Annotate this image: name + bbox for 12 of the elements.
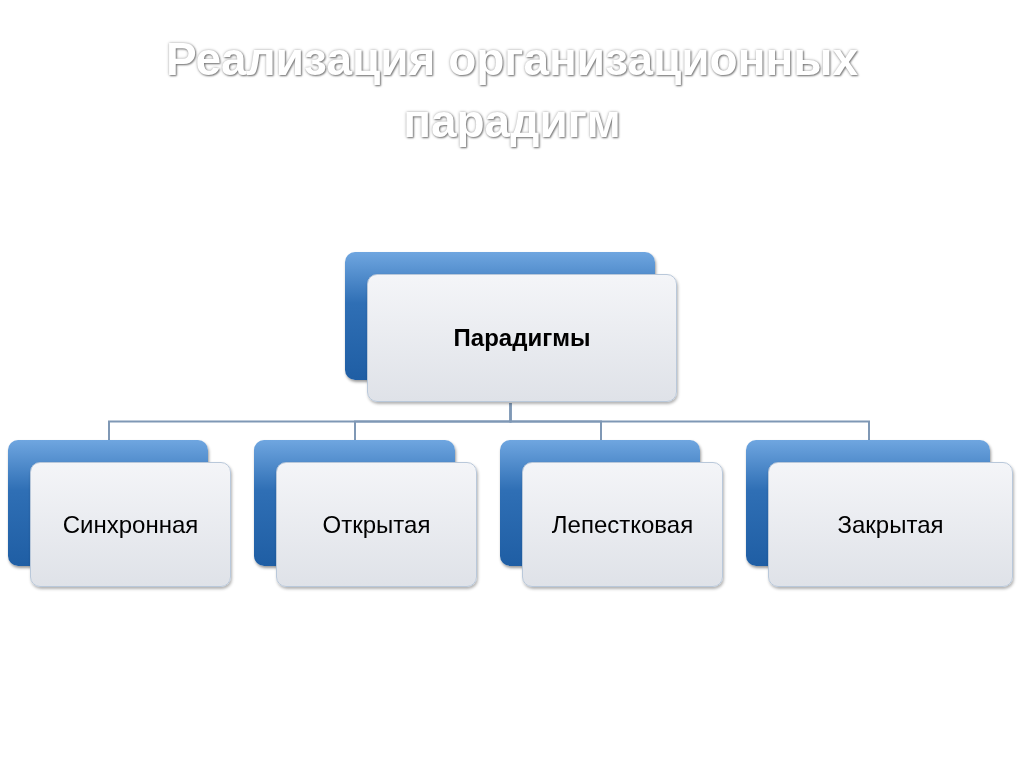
- stacked-card: [746, 440, 1014, 588]
- card-label: Открытая: [322, 510, 431, 539]
- stacked-card: [345, 252, 678, 403]
- connector-line: [509, 402, 870, 441]
- card-label: Закрытая: [837, 510, 944, 539]
- stacked-card: [254, 440, 478, 588]
- stacked-card: [8, 440, 232, 588]
- card-label: Парадигмы: [453, 324, 591, 352]
- stacked-card: [500, 440, 724, 588]
- card-label: Лепестковая: [551, 510, 694, 539]
- slide-title: Реализация организационных парадигм: [164, 32, 860, 151]
- card-label: Синхронная: [62, 510, 199, 539]
